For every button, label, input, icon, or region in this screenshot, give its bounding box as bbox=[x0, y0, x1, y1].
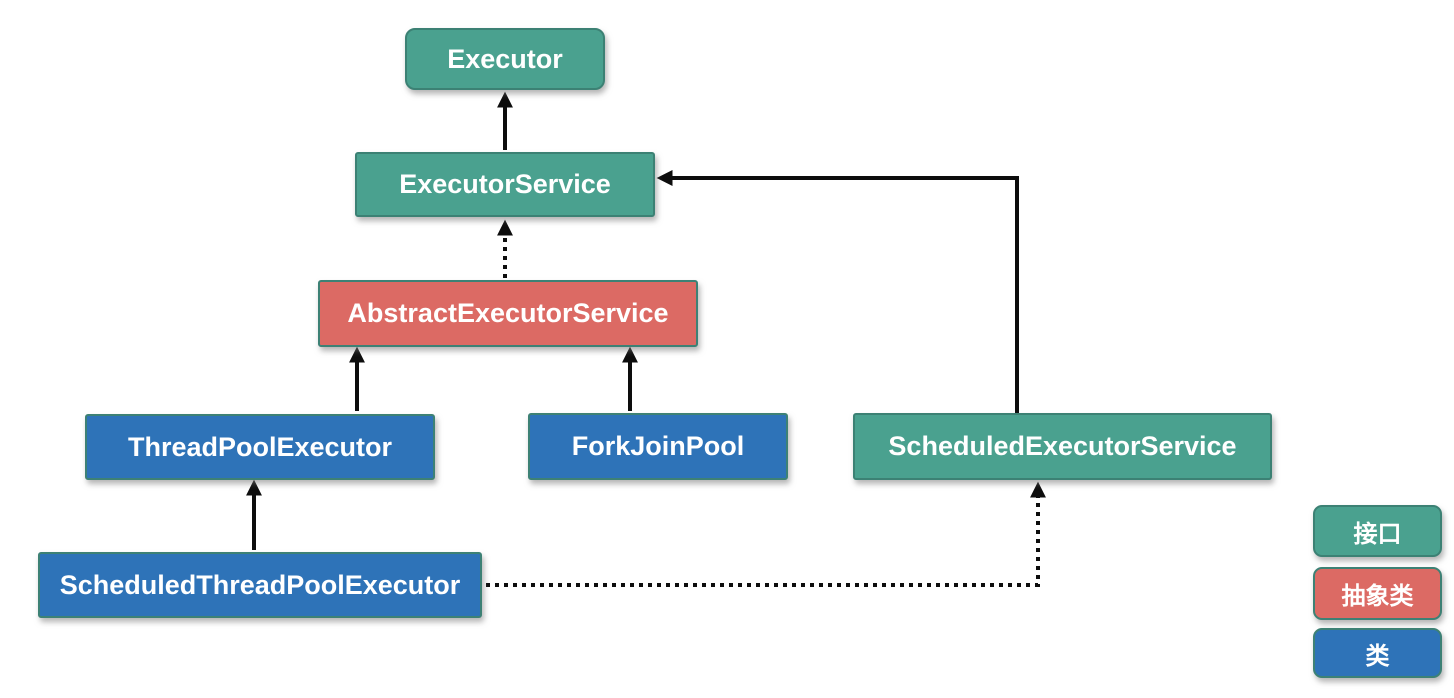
edge-scheduledexecutorservice-extends-executorservice bbox=[656, 170, 1019, 413]
node-scheduled-thread-pool-executor: ScheduledThreadPoolExecutor bbox=[38, 552, 482, 618]
node-scheduled-executor-service: ScheduledExecutorService bbox=[853, 413, 1272, 480]
edge-scheduledthreadpoolexecutor-implements-scheduledexecutorservice bbox=[486, 481, 1046, 587]
node-fork-join-pool: ForkJoinPool bbox=[528, 413, 788, 480]
node-executor-service: ExecutorService bbox=[355, 152, 655, 217]
node-executor: Executor bbox=[405, 28, 605, 90]
node-abstract-executor-service: AbstractExecutorService bbox=[318, 280, 698, 347]
legend-interface: 接口 bbox=[1313, 505, 1442, 557]
legend-class: 类 bbox=[1313, 628, 1442, 678]
legend-abstract-class: 抽象类 bbox=[1313, 567, 1442, 620]
node-thread-pool-executor: ThreadPoolExecutor bbox=[85, 414, 435, 480]
